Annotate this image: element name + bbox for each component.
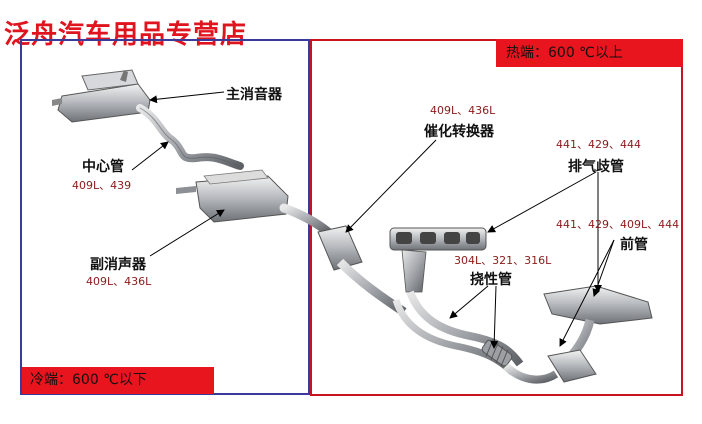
- material-exhaust-manifold: 441、429、444: [556, 138, 641, 151]
- hot-end-badge: 热端：600 ℃以上: [496, 39, 683, 67]
- leader-manifold: [487, 171, 597, 233]
- sub-muffler-shape: [176, 169, 289, 223]
- front-pipe-shape: [392, 285, 653, 383]
- material-center-pipe: 409L、439: [72, 179, 132, 192]
- label-sub-muffler: 副消声器: [90, 257, 146, 273]
- store-title: 泛舟汽车用品专营店: [4, 20, 248, 50]
- leader-front-pipe-2: [592, 239, 615, 297]
- flex-pipe-shape: [481, 339, 559, 384]
- main-muffler-shape: [52, 69, 151, 123]
- label-exhaust-manifold: 排气歧管: [568, 159, 624, 175]
- label-center-pipe: 中心管: [82, 159, 124, 175]
- label-catalytic-converter: 催化转换器: [424, 124, 494, 140]
- material-catalytic-converter: 409L、436L: [430, 104, 496, 117]
- leader-sub-muffler: [149, 209, 225, 257]
- leader-catalytic: [345, 139, 437, 233]
- material-sub-muffler: 409L、436L: [86, 275, 152, 288]
- leader-flex-pipe-1: [449, 285, 489, 319]
- cold-end-badge: 冷端：600 ℃以下: [22, 367, 214, 394]
- material-front-pipe: 441、429、409L、444: [556, 218, 680, 231]
- label-front-pipe: 前管: [620, 237, 648, 253]
- material-flex-pipe: 304L、321、316L: [454, 254, 552, 267]
- leader-front-pipe: [559, 239, 615, 347]
- label-main-muffler: 主消音器: [226, 87, 282, 103]
- label-flex-pipe: 挠性管: [470, 272, 512, 288]
- leader-main-muffler: [149, 91, 225, 104]
- exhaust-manifold-shape: [389, 227, 487, 293]
- leader-flex-pipe-2: [490, 285, 499, 349]
- leader-center-pipe: [131, 141, 169, 171]
- center-pipe-shape: [136, 104, 244, 170]
